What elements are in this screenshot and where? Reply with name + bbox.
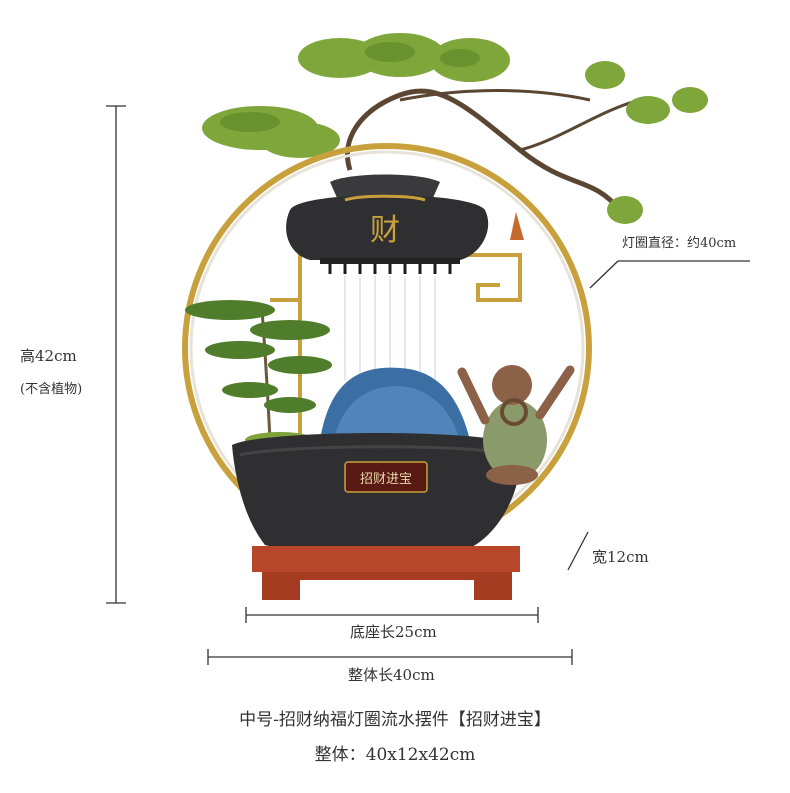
plaque bbox=[344, 461, 428, 493]
height-note: (不含植物) bbox=[20, 382, 83, 397]
buddha-figure bbox=[457, 365, 575, 485]
base-length-label: 底座长25cm bbox=[350, 623, 437, 641]
product-size: 整体：40x12x42cm bbox=[314, 745, 476, 765]
ceramic-basin bbox=[232, 432, 521, 557]
dimension-lines bbox=[106, 105, 750, 665]
width-label: 宽12cm bbox=[592, 548, 649, 566]
total-length-label: 整体长40cm bbox=[348, 666, 435, 684]
pine-tree bbox=[202, 33, 708, 224]
bag-character: 财 bbox=[370, 213, 400, 248]
wooden-base bbox=[252, 546, 520, 600]
product-title: 中号-招财纳福灯圈流水摆件【招财进宝】 bbox=[239, 710, 551, 730]
small-plant bbox=[185, 300, 332, 448]
ring-diameter-label: 灯圈直径：约40cm bbox=[622, 236, 737, 251]
money-bag: 财 bbox=[286, 174, 489, 274]
incense-cone bbox=[510, 212, 524, 240]
plaque-text: 招财进宝 bbox=[360, 472, 412, 487]
height-label: 高42cm bbox=[20, 347, 77, 365]
